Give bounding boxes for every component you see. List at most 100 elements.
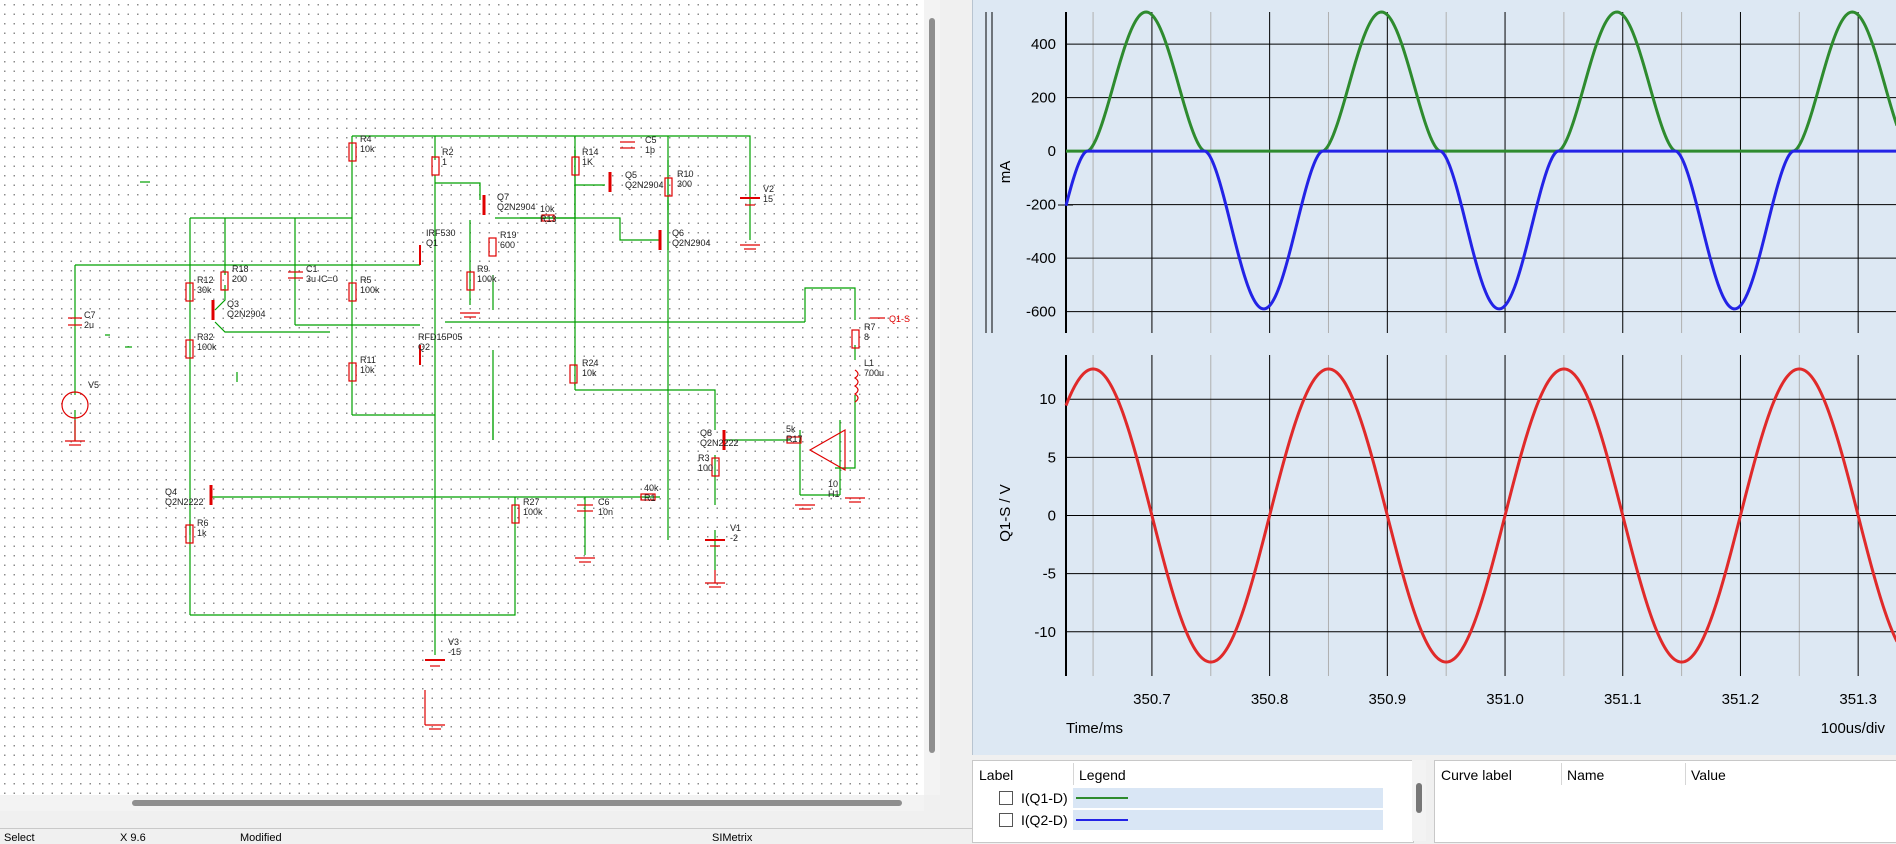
series-i-q1-d-[interactable] (1066, 10, 1896, 153)
value-r18[interactable]: 200 (232, 274, 247, 284)
ref-q1[interactable]: Q1 (426, 238, 438, 248)
value-q6[interactable]: Q2N2904 (672, 238, 711, 248)
ref-q4[interactable]: Q4 (165, 487, 177, 497)
value-r9[interactable]: 100k (477, 274, 497, 284)
legend-header-legend[interactable]: Legend (1079, 767, 1126, 783)
ref-r2[interactable]: R2 (442, 147, 454, 157)
ref-q2[interactable]: Q2 (418, 342, 430, 352)
ref-v2[interactable]: V2 (763, 184, 774, 194)
value-r7[interactable]: 8 (864, 332, 869, 342)
value-r11[interactable]: 10k (360, 365, 375, 375)
value-r10[interactable]: 300 (677, 179, 692, 189)
value-v2[interactable]: 15 (763, 194, 773, 204)
status-state: Modified (240, 832, 282, 844)
value-q3[interactable]: Q2N2904 (227, 309, 266, 319)
ref-r7[interactable]: R7 (864, 322, 876, 332)
ref-r27[interactable]: R27 (523, 497, 540, 507)
value-r13[interactable]: 10k (540, 204, 555, 214)
ref-r13[interactable]: R13 (540, 214, 557, 224)
value-r6[interactable]: 1k (197, 528, 207, 538)
legend-header-label[interactable]: Label (979, 767, 1014, 783)
ref-r5[interactable]: R5 (360, 275, 372, 285)
value-r14[interactable]: 1K (582, 157, 593, 167)
ref-l1[interactable]: L1 (864, 358, 874, 368)
ref-q8[interactable]: Q8 (700, 428, 712, 438)
legend-row[interactable]: I(Q2-D) (973, 809, 1413, 831)
value-c6[interactable]: 10n (598, 507, 613, 517)
ref-r10[interactable]: R10 (677, 169, 694, 179)
schematic-horizontal-scroll-thumb[interactable] (132, 800, 902, 806)
value-c1[interactable]: 3u IC=0 (306, 274, 338, 284)
curve-header-name[interactable]: Name (1567, 767, 1605, 783)
pane-splitter[interactable] (940, 0, 972, 841)
ref-q5[interactable]: Q5 (625, 170, 637, 180)
series-i-q2-d-[interactable] (1064, 149, 1896, 311)
ref-q3[interactable]: Q3 (227, 299, 239, 309)
ref-c5[interactable]: C5 (645, 135, 657, 145)
value-v1[interactable]: -2 (730, 533, 738, 543)
ref-r1[interactable]: R1 (644, 493, 656, 503)
value-r19[interactable]: 600 (500, 240, 515, 250)
ref-r18[interactable]: R18 (232, 264, 249, 274)
curve-header-curve-label[interactable]: Curve label (1441, 767, 1512, 783)
ref-r9[interactable]: R9 (477, 264, 489, 274)
value-v3[interactable]: -15 (448, 647, 461, 657)
ref-q6[interactable]: Q6 (672, 228, 684, 238)
value-r24[interactable]: 10k (582, 368, 597, 378)
value-q5[interactable]: Q2N2904 (625, 180, 664, 190)
series-q1-s[interactable] (1064, 367, 1896, 664)
probe-label[interactable]: Q1-S (889, 314, 910, 324)
value-q1[interactable]: IRF530 (426, 228, 456, 238)
value-r3[interactable]: 100 (698, 463, 713, 473)
ref-r11[interactable]: R11 (360, 355, 376, 365)
ref-v5[interactable]: V5 (88, 380, 99, 390)
curve-header-value[interactable]: Value (1691, 767, 1726, 783)
ref-r32[interactable]: R32 (197, 332, 214, 342)
ref-v1[interactable]: V1 (730, 523, 741, 533)
value-r27[interactable]: 100k (523, 507, 543, 517)
value-r2[interactable]: 1 (442, 157, 447, 167)
value-r1[interactable]: 40k (644, 483, 659, 493)
value-l1[interactable]: 700u (864, 368, 884, 378)
y-tick-label: 200 (1031, 90, 1056, 107)
value-r12[interactable]: 30k (197, 285, 212, 295)
value-q7[interactable]: Q2N2904 (497, 202, 536, 212)
ref-c7[interactable]: C7 (84, 310, 96, 320)
value-c7[interactable]: 2u (84, 320, 94, 330)
value-q4[interactable]: Q2N2222 (165, 497, 204, 507)
schematic-vertical-scroll-thumb[interactable] (929, 18, 935, 753)
ref-h1[interactable]: H1 (828, 489, 840, 499)
legend-visibility-checkbox[interactable] (999, 791, 1013, 805)
value-r17[interactable]: 5k (786, 424, 796, 434)
ref-r24[interactable]: R24 (582, 358, 599, 368)
ref-c1[interactable]: C1 (306, 264, 318, 274)
ref-r19[interactable]: R19 (500, 230, 517, 240)
ref-r12[interactable]: R12 (197, 275, 214, 285)
value-r5[interactable]: 100k (360, 285, 380, 295)
value-r32[interactable]: 100k (197, 342, 217, 352)
value-r4[interactable]: 10k (360, 144, 375, 154)
curve-info-panel[interactable]: Curve label Name Value (1434, 760, 1896, 843)
ref-r14[interactable]: R14 (582, 147, 599, 157)
legend-scroll-thumb[interactable] (1416, 783, 1422, 813)
ref-r6[interactable]: R6 (197, 518, 209, 528)
ref-r17[interactable]: R17 (786, 434, 803, 444)
value-h1[interactable]: 10 (828, 479, 838, 489)
schematic-drawing[interactable]: R410kR21R141KC51pR10300V215Q7Q2N2904R131… (0, 0, 936, 795)
ref-v3[interactable]: V3 (448, 637, 459, 647)
ref-r3[interactable]: R3 (698, 453, 710, 463)
ref-c6[interactable]: C6 (598, 497, 610, 507)
ref-q7[interactable]: Q7 (497, 192, 509, 202)
value-c5[interactable]: 1p (645, 145, 655, 155)
value-q2[interactable]: RFD15P05 (418, 332, 463, 342)
legend-row[interactable]: I(Q1-D) (973, 787, 1413, 809)
value-q8[interactable]: Q2N2222 (700, 438, 739, 448)
ref-r4[interactable]: R4 (360, 134, 372, 144)
legend-panel[interactable]: Label Legend I(Q1-D)I(Q2-D) (972, 760, 1414, 843)
legend-visibility-checkbox[interactable] (999, 813, 1013, 827)
